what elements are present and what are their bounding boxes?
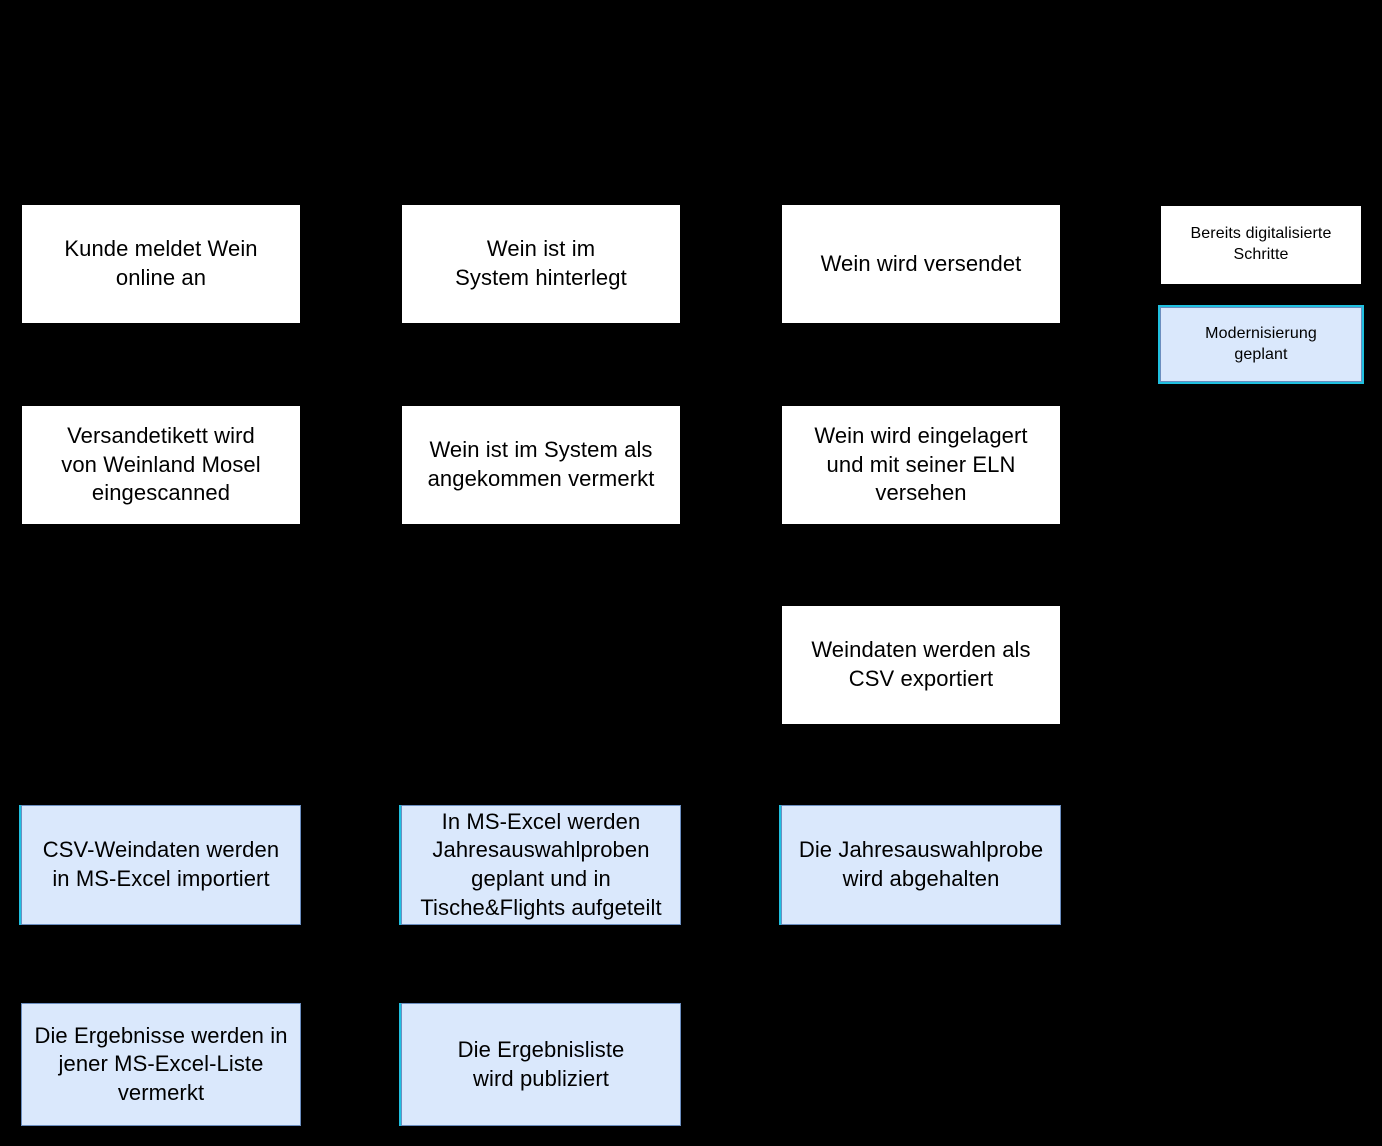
node-label: Wein wird eingelagert und mit seiner ELN… (814, 423, 1028, 506)
node-jahresauswahlproben-geplant[interactable]: In MS-Excel werden Jahresauswahlproben g… (401, 805, 681, 925)
node-label: Weindaten werden als CSV exportiert (811, 637, 1031, 691)
node-wein-angekommen-vermerkt[interactable]: Wein ist im System als angekommen vermer… (401, 405, 681, 525)
node-label: Kunde meldet Wein online an (64, 236, 258, 290)
node-label: Die Ergebnisliste wird publiziert (457, 1036, 625, 1091)
node-label: Wein ist im System als angekommen vermer… (427, 437, 655, 491)
node-label: In MS-Excel werden Jahresauswahlproben g… (420, 808, 662, 920)
node-label: Wein ist im System hinterlegt (455, 236, 627, 290)
legend-label-digitized: Bereits digitalisierte Schritte (1190, 225, 1332, 263)
node-versandetikett[interactable]: Versandetikett wird von Weinland Mosel e… (21, 405, 301, 525)
node-wein-versendet[interactable]: Wein wird versendet (781, 204, 1061, 324)
legend-item-digitized: Bereits digitalisierte Schritte (1160, 205, 1362, 285)
node-label: CSV-Weindaten werden in MS-Excel importi… (42, 837, 280, 891)
node-label: Die Jahresauswahlprobe wird abgehalten (798, 837, 1044, 891)
node-label: Die Ergebnisse werden in jener MS-Excel-… (34, 1022, 288, 1105)
node-ergebnisse-vermerkt[interactable]: Die Ergebnisse werden in jener MS-Excel-… (21, 1003, 301, 1126)
legend-label-planned: Modernisierung geplant (1205, 324, 1317, 363)
legend-item-planned: Modernisierung geplant (1158, 305, 1364, 384)
node-label: Wein wird versendet (820, 250, 1022, 276)
node-kunde-meldet-wein[interactable]: Kunde meldet Wein online an (21, 204, 301, 324)
node-wein-im-system-hinterlegt[interactable]: Wein ist im System hinterlegt (401, 204, 681, 324)
node-csv-weindaten-import[interactable]: CSV-Weindaten werden in MS-Excel importi… (21, 805, 301, 925)
node-label: Versandetikett wird von Weinland Mosel e… (61, 423, 261, 506)
node-wein-eingelagert[interactable]: Wein wird eingelagert und mit seiner ELN… (781, 405, 1061, 525)
node-jahresauswahlprobe-abgehalten[interactable]: Die Jahresauswahlprobe wird abgehalten (781, 805, 1061, 925)
node-ergebnisliste-publiziert[interactable]: Die Ergebnisliste wird publiziert (401, 1003, 681, 1126)
node-weindaten-csv-export[interactable]: Weindaten werden als CSV exportiert (781, 605, 1061, 725)
